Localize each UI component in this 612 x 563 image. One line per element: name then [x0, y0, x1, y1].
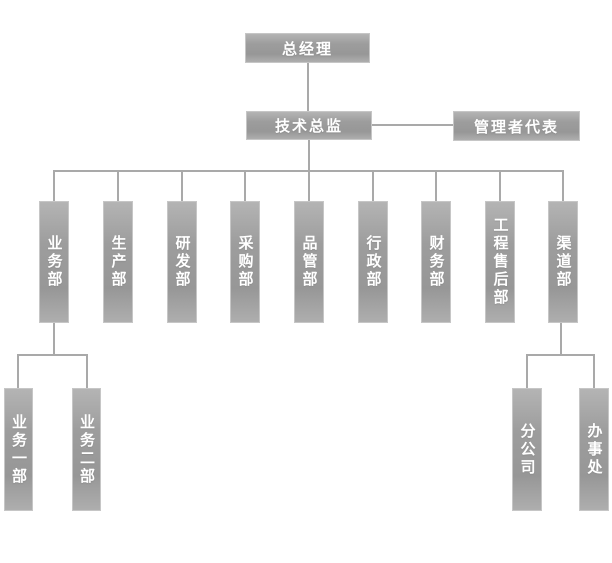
connector-line	[53, 323, 55, 355]
org-node-label: 研发部	[173, 235, 192, 289]
connector-line	[244, 171, 246, 201]
connector-line	[562, 171, 564, 201]
org-node-branch-company: 分公司	[512, 388, 542, 511]
connector-line	[53, 171, 55, 201]
connector-line	[17, 355, 19, 388]
org-node-engineering-aftersales-dept: 工程售后部	[485, 201, 515, 323]
connector-line	[372, 124, 453, 126]
org-node-field-office: 办事处	[579, 388, 609, 511]
org-node-label: 财务部	[427, 235, 446, 289]
org-node-business-division-1: 业务一部	[4, 388, 33, 511]
org-node-channel-dept: 渠道部	[548, 201, 578, 323]
connector-line	[499, 171, 501, 201]
org-node-label: 品管部	[300, 235, 319, 289]
connector-line	[593, 355, 595, 388]
org-node-business-dept: 业务部	[39, 201, 69, 323]
connector-line	[181, 171, 183, 201]
connector-line	[526, 354, 595, 356]
org-node-purchasing-dept: 采购部	[230, 201, 260, 323]
org-node-administration-dept: 行政部	[358, 201, 388, 323]
org-node-general-manager: 总经理	[245, 33, 370, 63]
org-node-label: 采购部	[236, 235, 255, 289]
org-node-management-representative: 管理者代表	[453, 111, 580, 141]
org-node-technical-director: 技术总监	[246, 111, 372, 140]
org-node-label: 工程售后部	[491, 217, 510, 307]
connector-line	[372, 171, 374, 201]
org-node-label: 业务二部	[78, 413, 96, 486]
connector-line	[435, 171, 437, 201]
connector-line	[17, 354, 88, 356]
org-node-quality-control-dept: 品管部	[294, 201, 324, 323]
connector-line	[526, 355, 528, 388]
org-node-label: 总经理	[281, 39, 333, 58]
org-node-label: 分公司	[518, 422, 537, 477]
connector-line	[86, 355, 88, 388]
connector-line	[307, 63, 309, 112]
org-node-label: 管理者代表	[473, 117, 559, 136]
org-node-label: 技术总监	[274, 117, 343, 135]
org-node-production-dept: 生产部	[103, 201, 133, 323]
org-node-finance-dept: 财务部	[421, 201, 451, 323]
org-node-label: 行政部	[364, 235, 383, 289]
org-node-label: 渠道部	[554, 235, 573, 289]
connector-line	[308, 140, 310, 171]
org-node-business-division-2: 业务二部	[72, 388, 101, 511]
connector-line	[308, 171, 310, 201]
connector-line	[117, 171, 119, 201]
connector-line	[560, 323, 562, 355]
org-node-label: 业务一部	[10, 413, 28, 486]
org-node-label: 业务部	[45, 235, 64, 289]
org-node-label: 办事处	[585, 422, 604, 477]
org-node-label: 生产部	[109, 235, 128, 289]
org-node-rd-dept: 研发部	[167, 201, 197, 323]
